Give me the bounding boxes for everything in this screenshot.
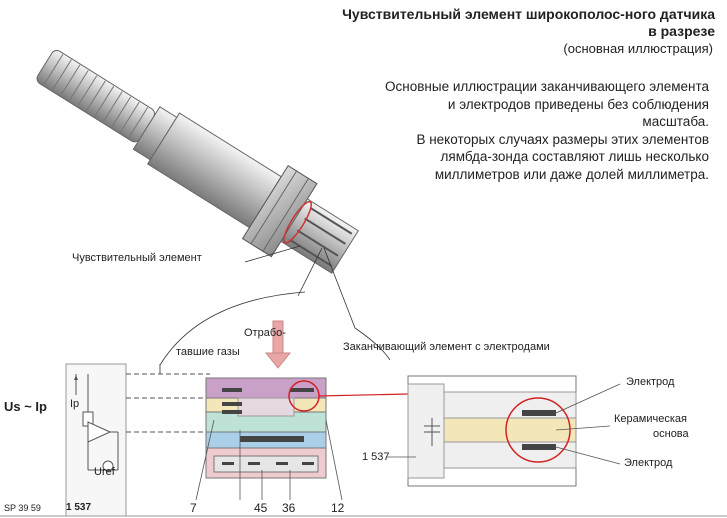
code-left-number: 1 537 bbox=[66, 502, 92, 513]
description: Основные иллюстрации заканчивающего элем… bbox=[379, 78, 709, 183]
diagram-title: Чувствительный элемент широкополос-ного … bbox=[342, 6, 715, 39]
label-electrode-top: Электрод bbox=[626, 376, 675, 388]
code-left: SP 39 59 bbox=[4, 503, 41, 513]
label-exhaust-gases-2: тавшие газы bbox=[176, 346, 240, 358]
label-ceramic-2: основа bbox=[653, 428, 689, 440]
sensing-element-cross-section bbox=[195, 377, 409, 501]
detail-zoom-circle bbox=[505, 397, 571, 463]
lambda-probe-illustration bbox=[36, 50, 359, 274]
label-end-element: Заканчивающий элемент с электродами bbox=[343, 341, 550, 353]
number-36: 36 bbox=[282, 501, 296, 515]
magnified-detail bbox=[386, 375, 621, 487]
label-ip: Ip bbox=[70, 398, 80, 410]
description-paragraph-2: В некоторых случаях размеры этих элемент… bbox=[416, 131, 709, 182]
code-right: 1 537 bbox=[362, 451, 390, 463]
label-electrode-bottom: Электрод bbox=[624, 457, 673, 469]
diagram-subtitle: (основная иллюстрация) bbox=[563, 41, 713, 56]
label-ceramic-1: Керамическая bbox=[614, 413, 687, 425]
number-7: 7 bbox=[190, 501, 197, 515]
gas-flow-arrow bbox=[264, 320, 292, 369]
circuit-panel bbox=[65, 363, 210, 517]
cable-sleeve bbox=[36, 50, 155, 143]
label-us-ip: Us ~ Ip bbox=[4, 399, 47, 414]
label-exhaust-gases-1: Отрабо- bbox=[244, 327, 286, 339]
number-45: 45 bbox=[254, 501, 268, 515]
label-sensing-element: Чувствительный элемент bbox=[72, 252, 202, 264]
sensing-element-highlight bbox=[283, 200, 313, 244]
label-uref: Uref bbox=[94, 466, 115, 478]
number-12: 12 bbox=[331, 501, 345, 515]
description-paragraph-1: Основные иллюстрации заканчивающего элем… bbox=[385, 79, 709, 129]
protective-tube bbox=[280, 198, 359, 274]
